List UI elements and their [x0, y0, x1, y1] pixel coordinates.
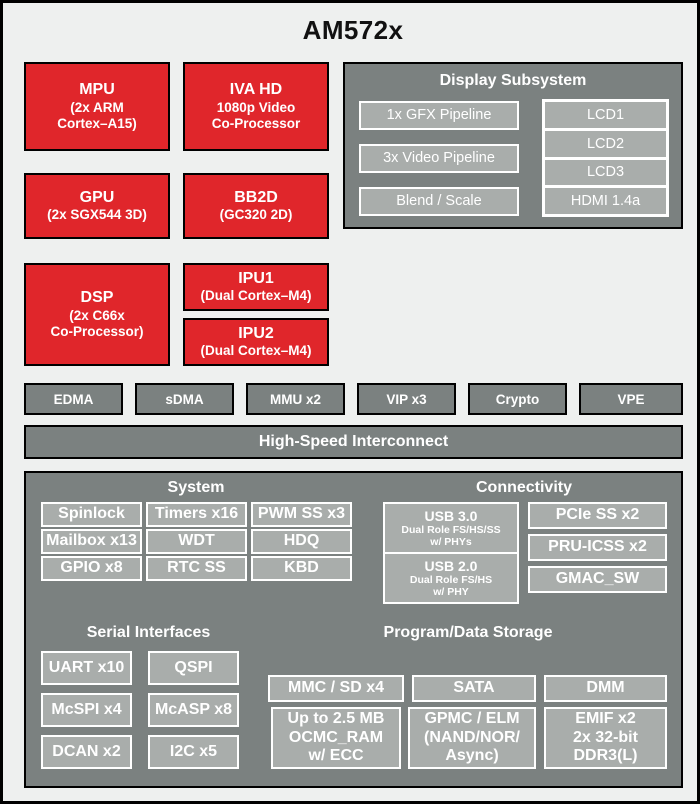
- usb2-line3: w/ PHY: [433, 586, 469, 599]
- core-block-gpu[interactable]: GPU (2x SGX544 3D): [24, 173, 170, 239]
- core-bb2d-line1: BB2D: [234, 188, 278, 206]
- connectivity-block-gmac-sw[interactable]: GMAC_SW: [528, 566, 667, 593]
- emif-line3: DDR3(L): [573, 747, 638, 765]
- high-speed-interconnect-bar[interactable]: High-Speed Interconnect: [24, 425, 683, 459]
- core-block-ipu2[interactable]: IPU2 (Dual Cortex–M4): [183, 318, 329, 366]
- core-mpu-line3: Cortex–A15): [57, 115, 137, 131]
- core-dsp-line3: Co-Processor): [50, 323, 144, 339]
- core-ipu1-line2: (Dual Cortex–M4): [200, 288, 312, 304]
- core-mpu-line2: (2x ARM: [70, 100, 124, 116]
- core-gpu-line2: (2x SGX544 3D): [47, 207, 147, 223]
- core-block-mpu[interactable]: MPU (2x ARM Cortex–A15): [24, 62, 170, 151]
- display-pipeline-video[interactable]: 3x Video Pipeline: [359, 144, 519, 173]
- serial-block-qspi[interactable]: QSPI: [148, 651, 239, 685]
- display-output-lcd1[interactable]: LCD1: [545, 102, 666, 131]
- connectivity-block-pru-icss[interactable]: PRU-ICSS x2: [528, 534, 667, 561]
- serial-block-mcasp[interactable]: McASP x8: [148, 693, 239, 727]
- system-block-wdt[interactable]: WDT: [146, 529, 247, 554]
- system-block-hdq[interactable]: HDQ: [251, 529, 352, 554]
- core-gpu-line1: GPU: [79, 188, 115, 206]
- display-output-hdmi[interactable]: HDMI 1.4a: [570, 193, 641, 210]
- accel-block-vpe[interactable]: VPE: [579, 383, 683, 415]
- storage-block-ocmc-ram[interactable]: Up to 2.5 MB OCMC_RAM w/ ECC: [271, 707, 401, 769]
- connectivity-usb-stack: USB 3.0 Dual Role FS/HS/SS w/ PHYs USB 2…: [383, 502, 519, 604]
- core-block-dsp[interactable]: DSP (2x C66x Co-Processor): [24, 263, 170, 366]
- accel-block-vip[interactable]: VIP x3: [357, 383, 456, 415]
- system-block-timers[interactable]: Timers x16: [146, 502, 247, 527]
- core-bb2d-line2: (GC320 2D): [219, 207, 293, 223]
- system-block-gpio[interactable]: GPIO x8: [41, 556, 142, 581]
- connectivity-section-title: Connectivity: [475, 479, 572, 496]
- gpmc-line2: (NAND/NOR/: [424, 728, 520, 746]
- connectivity-usb3[interactable]: USB 3.0 Dual Role FS/HS/SS w/ PHYs: [385, 504, 517, 554]
- gpmc-line3: Async): [445, 747, 499, 765]
- storage-section-title: Program/Data Storage: [383, 624, 553, 641]
- usb2-line1: USB 2.0: [424, 557, 478, 574]
- system-block-rtcss[interactable]: RTC SS: [146, 556, 247, 581]
- usb3-line2: Dual Role FS/HS/SS: [401, 523, 501, 536]
- core-ivahd-line2: 1080p Video: [216, 100, 296, 116]
- page-title: AM572x: [302, 15, 404, 45]
- core-ipu1-line1: IPU1: [238, 269, 274, 287]
- core-block-ipu1[interactable]: IPU1 (Dual Cortex–M4): [183, 263, 329, 311]
- core-dsp-line2: (2x C66x: [69, 308, 125, 324]
- core-block-bb2d[interactable]: BB2D (GC320 2D): [183, 173, 329, 239]
- accel-block-mmu[interactable]: MMU x2: [246, 383, 345, 415]
- core-ipu2-line1: IPU2: [238, 324, 274, 342]
- serial-block-dcan[interactable]: DCAN x2: [41, 735, 132, 769]
- system-section-title: System: [167, 479, 225, 496]
- serial-block-uart[interactable]: UART x10: [41, 651, 132, 685]
- accel-block-crypto[interactable]: Crypto: [468, 383, 567, 415]
- connectivity-usb2[interactable]: USB 2.0 Dual Role FS/HS w/ PHY: [385, 554, 517, 602]
- core-ivahd-line1: IVA HD: [229, 81, 283, 99]
- ocmc-line2: OCMC_RAM: [288, 728, 384, 746]
- usb3-line3: w/ PHYs: [430, 536, 472, 549]
- serial-interfaces-section-title: Serial Interfaces: [86, 624, 211, 641]
- usb2-line2: Dual Role FS/HS: [409, 573, 493, 586]
- system-block-kbd[interactable]: KBD: [251, 556, 352, 581]
- storage-block-gpmc-elm[interactable]: GPMC / ELM (NAND/NOR/ Async): [408, 707, 536, 769]
- display-subsystem-title: Display Subsystem: [439, 72, 587, 89]
- core-mpu-line1: MPU: [79, 81, 115, 99]
- serial-block-mcspi[interactable]: McSPI x4: [41, 693, 132, 727]
- emif-line2: 2x 32-bit: [573, 728, 638, 746]
- core-dsp-line1: DSP: [80, 289, 114, 307]
- gpmc-line1: GPMC / ELM: [424, 710, 520, 728]
- system-block-mailbox[interactable]: Mailbox x13: [41, 529, 142, 554]
- display-output-stack: LCD1 LCD2 LCD3 HDMI 1.4a: [542, 99, 669, 217]
- core-block-ivahd[interactable]: IVA HD 1080p Video Co-Processor: [183, 62, 329, 151]
- connectivity-block-pcie[interactable]: PCIe SS x2: [528, 502, 667, 529]
- accel-block-sdma[interactable]: sDMA: [135, 383, 234, 415]
- accel-block-edma[interactable]: EDMA: [24, 383, 123, 415]
- system-block-pwmss[interactable]: PWM SS x3: [251, 502, 352, 527]
- core-ivahd-line3: Co-Processor: [211, 115, 301, 131]
- serial-block-i2c[interactable]: I2C x5: [148, 735, 239, 769]
- storage-block-dmm[interactable]: DMM: [544, 675, 667, 702]
- core-ipu2-line2: (Dual Cortex–M4): [200, 343, 312, 359]
- display-output-lcd3[interactable]: LCD3: [545, 160, 666, 189]
- storage-block-emif[interactable]: EMIF x2 2x 32-bit DDR3(L): [544, 707, 667, 769]
- storage-block-sata[interactable]: SATA: [412, 675, 536, 702]
- ocmc-line3: w/ ECC: [308, 747, 364, 765]
- storage-block-mmc-sd[interactable]: MMC / SD x4: [268, 675, 404, 702]
- system-block-spinlock[interactable]: Spinlock: [41, 502, 142, 527]
- display-output-lcd2[interactable]: LCD2: [545, 131, 666, 160]
- ocmc-line1: Up to 2.5 MB: [287, 710, 385, 728]
- display-pipeline-gfx[interactable]: 1x GFX Pipeline: [359, 101, 519, 130]
- usb3-line1: USB 3.0: [424, 507, 478, 524]
- emif-line1: EMIF x2: [575, 710, 636, 728]
- display-pipeline-blend-scale[interactable]: Blend / Scale: [359, 187, 519, 216]
